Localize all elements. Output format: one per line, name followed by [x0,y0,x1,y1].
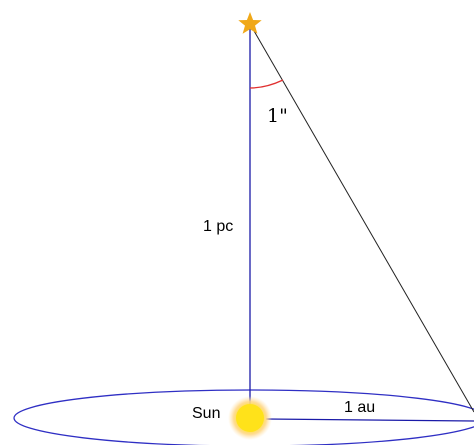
angle-label: 1" [267,105,288,127]
radius-line [265,418,474,422]
star-to-earth-line [249,23,474,413]
angle-arc [249,79,284,89]
distance-label: 1 pc [203,218,233,235]
sun-label: Sun [192,405,220,422]
radius-label: 1 au [344,399,375,416]
sun-icon [228,396,272,440]
star-icon [238,12,262,34]
